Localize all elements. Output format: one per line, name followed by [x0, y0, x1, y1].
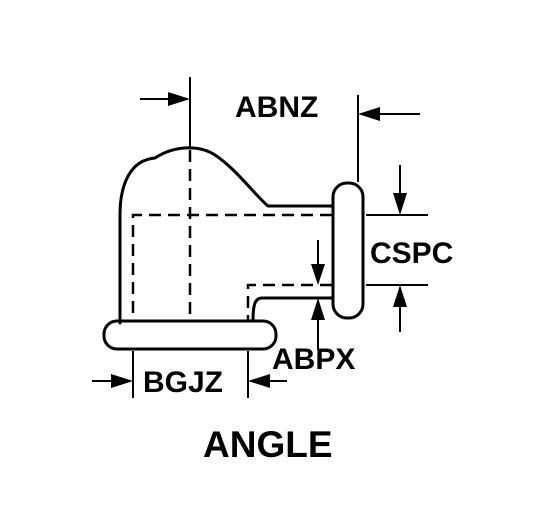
- cspc-arrowhead-bottom: [393, 285, 407, 307]
- abpx-arrowhead-bottom: [311, 298, 325, 320]
- bgjz-arrowhead-left: [111, 374, 133, 388]
- abnz-dimension: ABNZ: [140, 77, 420, 182]
- abpx-label: ABPX: [272, 343, 355, 376]
- outlet-flange: [331, 181, 365, 320]
- abnz-arrowhead-right: [358, 107, 380, 121]
- bgjz-arrowhead-right: [248, 374, 270, 388]
- inner-step: [251, 296, 334, 322]
- cspc-dimension: CSPC: [366, 165, 453, 332]
- fitting-body-outline: [118, 146, 334, 325]
- hidden-lines: [131, 150, 332, 322]
- abpx-dimension: ABPX: [272, 240, 355, 376]
- outlet-bore-line: [131, 213, 332, 320]
- cspc-label: CSPC: [370, 237, 453, 270]
- abnz-label: ABNZ: [235, 91, 318, 124]
- bgjz-label: BGJZ: [143, 366, 223, 399]
- abnz-arrowhead-left: [168, 92, 190, 106]
- diagram-title: ANGLE: [203, 424, 333, 465]
- cspc-arrowhead-top: [393, 193, 407, 215]
- inner-bore-line: [246, 283, 332, 322]
- bgjz-dimension: BGJZ: [92, 351, 287, 399]
- base-flange: [102, 319, 278, 351]
- abpx-arrowhead-top: [311, 264, 325, 285]
